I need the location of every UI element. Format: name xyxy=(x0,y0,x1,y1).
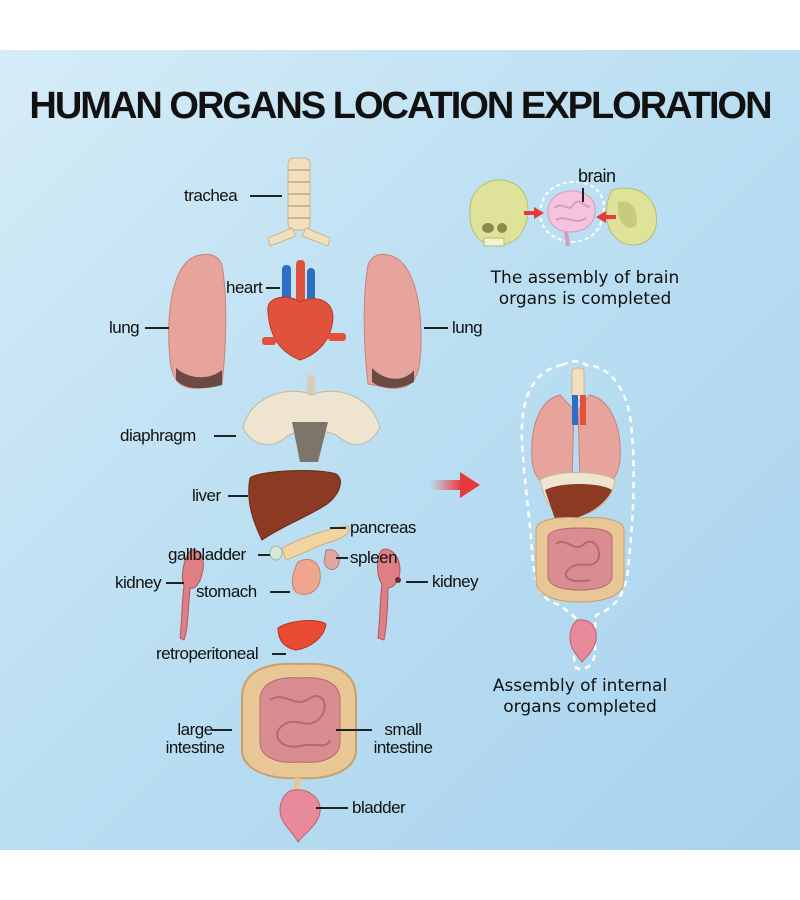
label-lung-right: lung xyxy=(452,318,483,337)
label-gallbladder: gallbladder xyxy=(168,545,246,564)
bladder-illustration xyxy=(279,789,321,843)
retroperitoneal-connector xyxy=(272,653,286,655)
internal-caption-line2: organs completed xyxy=(503,697,657,717)
brain-caption: The assembly of brain organs is complete… xyxy=(440,268,730,310)
label-kidney-left: kidney xyxy=(115,573,162,592)
lung-left-connector xyxy=(145,327,169,329)
diagram-panel: HUMAN ORGANS LOCATION EXPLORATION xyxy=(0,50,800,850)
small-intestine-connector xyxy=(336,729,372,731)
brain-caption-line1: The assembly of brain xyxy=(490,268,680,288)
label-bladder: bladder xyxy=(352,798,406,817)
stomach-illustration xyxy=(291,558,321,595)
label-large-intestine-line2: intestine xyxy=(165,738,225,757)
label-small-intestine: small intestine xyxy=(368,721,438,757)
label-retroperitoneal: retroperitoneal xyxy=(156,644,259,663)
label-large-intestine: large intestine xyxy=(160,721,230,757)
retroperitoneal-illustration xyxy=(277,620,327,651)
label-stomach: stomach xyxy=(196,582,257,601)
assembled-organs-illustration xyxy=(520,360,635,671)
intestines-illustration xyxy=(241,662,357,796)
trachea-illustration xyxy=(267,157,331,247)
kidney-left-connector xyxy=(166,582,184,584)
diaphragm-connector xyxy=(214,435,236,437)
gallbladder-illustration xyxy=(269,545,283,561)
label-large-intestine-line1: large xyxy=(177,720,213,739)
label-liver: liver xyxy=(192,486,221,505)
stomach-connector xyxy=(270,591,290,593)
heart-illustration xyxy=(262,260,346,361)
right-lung-illustration xyxy=(363,253,422,389)
trachea-connector xyxy=(250,195,282,197)
pancreas-connector xyxy=(330,527,346,529)
label-trachea: trachea xyxy=(184,186,238,205)
label-brain: brain xyxy=(578,166,616,186)
page-title: HUMAN ORGANS LOCATION EXPLORATION xyxy=(29,85,772,127)
label-diaphragm: diaphragm xyxy=(120,426,196,445)
liver-illustration xyxy=(248,470,341,541)
liver-connector xyxy=(228,495,248,497)
organs-illustration xyxy=(168,157,657,843)
pancreas-illustration xyxy=(281,525,350,561)
bladder-connector xyxy=(316,807,348,809)
brain-connector xyxy=(582,188,584,202)
large-intestine-connector xyxy=(212,729,232,731)
label-lung-left: lung xyxy=(109,318,140,337)
brain-assembly-illustration xyxy=(469,179,657,247)
label-small-intestine-line2: intestine xyxy=(373,738,433,757)
label-kidney-right: kidney xyxy=(432,572,479,591)
internal-caption-line1: Assembly of internal xyxy=(492,676,668,696)
kidney-right-connector xyxy=(406,581,428,583)
spleen-illustration xyxy=(323,549,340,570)
label-small-intestine-line1: small xyxy=(384,720,422,739)
left-lung-illustration xyxy=(168,253,227,389)
right-kidney-illustration xyxy=(377,548,401,641)
spleen-connector xyxy=(336,557,348,559)
internal-organs-caption: Assembly of internal organs completed xyxy=(450,676,710,718)
label-pancreas: pancreas xyxy=(350,518,416,537)
red-arrow-illustration xyxy=(430,472,480,498)
gallbladder-connector xyxy=(258,554,270,556)
label-spleen: spleen xyxy=(350,548,398,567)
heart-connector xyxy=(266,287,280,289)
brain-caption-line2: organs is completed xyxy=(498,289,672,309)
label-heart: heart xyxy=(226,278,263,297)
lung-right-connector xyxy=(424,327,448,329)
left-kidney-illustration xyxy=(179,549,204,641)
diaphragm-illustration xyxy=(242,375,381,462)
